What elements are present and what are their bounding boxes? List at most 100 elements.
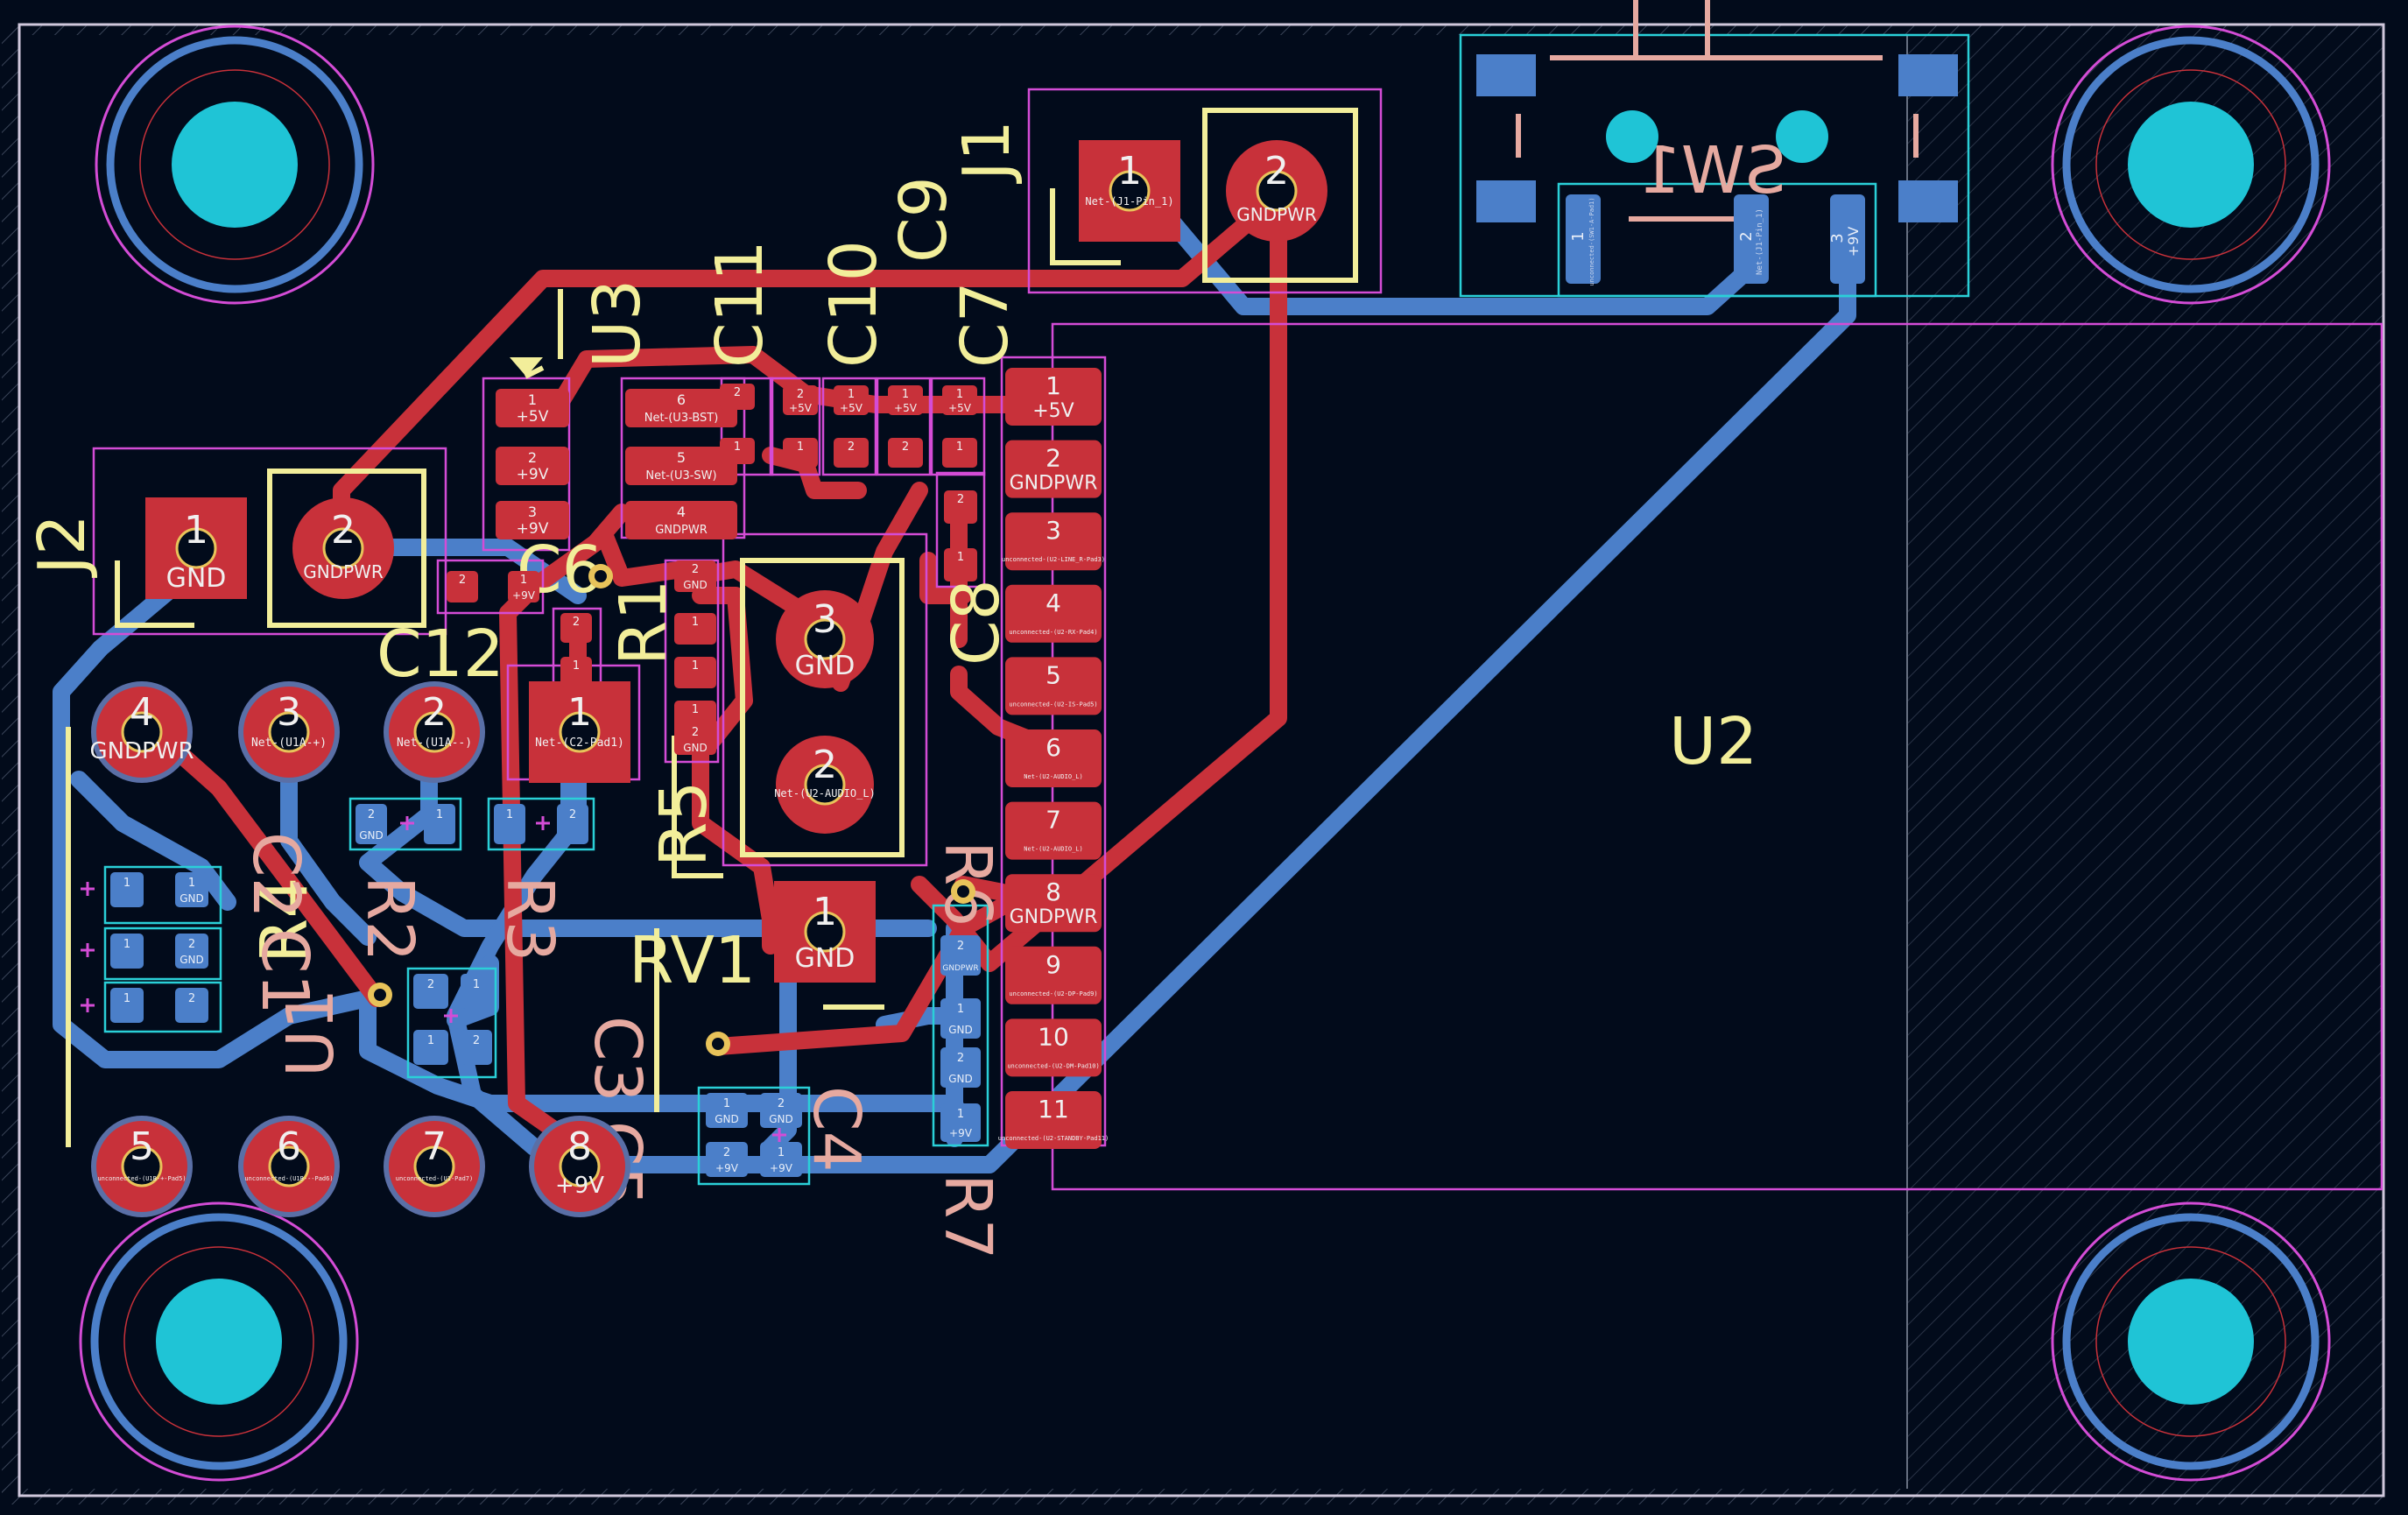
ref-c10: C10 [816, 240, 891, 368]
smd-pad: 1+5V [888, 385, 923, 415]
svg-text:1: 1 [1046, 371, 1061, 400]
smd-pad: 1 [110, 934, 144, 969]
svg-text:5: 5 [1046, 660, 1061, 689]
front-silkscreen [66, 108, 1358, 1147]
svg-text:1: 1 [567, 690, 592, 735]
smd-pad: 2 [557, 804, 588, 844]
svg-text:GND: GND [180, 892, 204, 905]
sw1-footprint: 1 unconnected-(SW1-A-Pad1) 2 Net-(J1-Pin… [1476, 54, 1958, 286]
svg-text:1: 1 [573, 659, 580, 673]
svg-text:Net-(U1A-+): Net-(U1A-+) [251, 736, 327, 750]
sw1-pad-3: 3 +9V [1828, 194, 1865, 284]
svg-text:+9V: +9V [517, 520, 549, 538]
svg-text:9: 9 [1046, 950, 1061, 979]
smd-pad: 2 [461, 1030, 492, 1065]
ref-c11: C11 [702, 240, 778, 368]
j1-pad-1: 1 Net-(J1-Pin_1) [1079, 140, 1180, 242]
u3-pin1-marker [510, 357, 543, 377]
svg-text:4: 4 [677, 504, 686, 520]
svg-text:3: 3 [277, 690, 301, 735]
svg-text:GNDPWR: GNDPWR [655, 524, 708, 537]
svg-text:1: 1 [956, 388, 963, 401]
svg-text:+9V: +9V [770, 1162, 793, 1174]
ref-u1: U1 [273, 989, 349, 1077]
svg-text:1: 1 [848, 388, 855, 401]
svg-text:GND: GND [715, 1113, 739, 1125]
svg-text:8: 8 [567, 1124, 592, 1169]
svg-text:GND: GND [166, 563, 227, 594]
via [595, 570, 607, 582]
ref-j2: J2 [25, 514, 100, 578]
svg-text:2: 2 [778, 1097, 785, 1110]
svg-text:1: 1 [723, 1097, 730, 1110]
ref-c2: C2 [238, 832, 313, 919]
svg-text:GNDPWR: GNDPWR [1236, 204, 1317, 225]
svg-text:+9V: +9V [1845, 227, 1862, 257]
svg-text:unconnected-(U2-DM-Pad10): unconnected-(U2-DM-Pad10) [1007, 1062, 1099, 1069]
u3-pad-2: 2+9V [496, 447, 569, 485]
ref-c1: C1 [247, 928, 322, 1015]
svg-text:6: 6 [677, 391, 686, 408]
svg-text:2: 2 [1046, 444, 1061, 473]
polarity-marker [81, 943, 95, 957]
svg-text:2: 2 [902, 440, 909, 454]
u2-pad-1: 1+5V [1005, 368, 1102, 426]
svg-text:1: 1 [188, 877, 195, 890]
svg-text:Net-(C2-Pad1): Net-(C2-Pad1) [535, 736, 624, 750]
back-references: SW1 U1 C3 C4 C5 R3 R2 R6 R7 C2 C1 [238, 133, 1786, 1260]
svg-text:2: 2 [692, 563, 699, 576]
smd-pad: 1 [413, 1030, 448, 1065]
svg-text:2: 2 [813, 743, 837, 787]
u3-pad-1: 1+5V [496, 389, 569, 427]
ref-c7: C7 [947, 281, 1023, 368]
smd-pad: 1 [461, 974, 492, 1009]
via [712, 1038, 724, 1050]
svg-text:1: 1 [184, 508, 208, 553]
svg-text:Net-(J1-Pin_1): Net-(J1-Pin_1) [1756, 208, 1764, 275]
smd-pad: 1+9V [760, 1142, 802, 1177]
svg-text:+9V: +9V [715, 1162, 739, 1174]
svg-text:1: 1 [436, 808, 443, 821]
svg-text:2: 2 [368, 808, 375, 821]
smd-pad: 1 [110, 988, 144, 1023]
svg-text:2: 2 [957, 940, 964, 953]
svg-text:1: 1 [734, 440, 741, 454]
svg-text:+5V: +5V [789, 402, 813, 414]
svg-text:2: 2 [188, 938, 195, 951]
smd-pad: 2 [175, 988, 208, 1023]
j2-pad-2: 2 GNDPWR [292, 497, 394, 599]
svg-text:1: 1 [123, 938, 130, 951]
svg-text:1: 1 [1569, 231, 1588, 241]
ref-c4: C4 [799, 1086, 874, 1173]
ref-u3: U3 [580, 279, 655, 368]
j2-pad-1: 1 GND [145, 497, 247, 599]
svg-text:GND: GND [180, 954, 204, 966]
ref-c9: C9 [886, 176, 961, 263]
svg-text:GNDPWR: GNDPWR [1010, 473, 1098, 495]
smd-pad: 1 [944, 548, 977, 581]
svg-text:2: 2 [331, 508, 356, 553]
svg-text:2: 2 [692, 726, 699, 739]
mounting-holes [79, 25, 2331, 1482]
svg-text:+5V: +5V [840, 402, 863, 414]
svg-text:2: 2 [473, 1034, 480, 1047]
svg-text:Net-(U3-SW): Net-(U3-SW) [645, 469, 716, 483]
polarity-marker [400, 816, 414, 830]
svg-text:1: 1 [692, 703, 699, 716]
svg-text:+5V: +5V [517, 408, 549, 426]
svg-text:+5V: +5V [1032, 400, 1074, 422]
smd-pad: 1 [560, 657, 592, 687]
ref-c3: C3 [580, 1016, 655, 1103]
svg-text:3: 3 [813, 597, 837, 642]
